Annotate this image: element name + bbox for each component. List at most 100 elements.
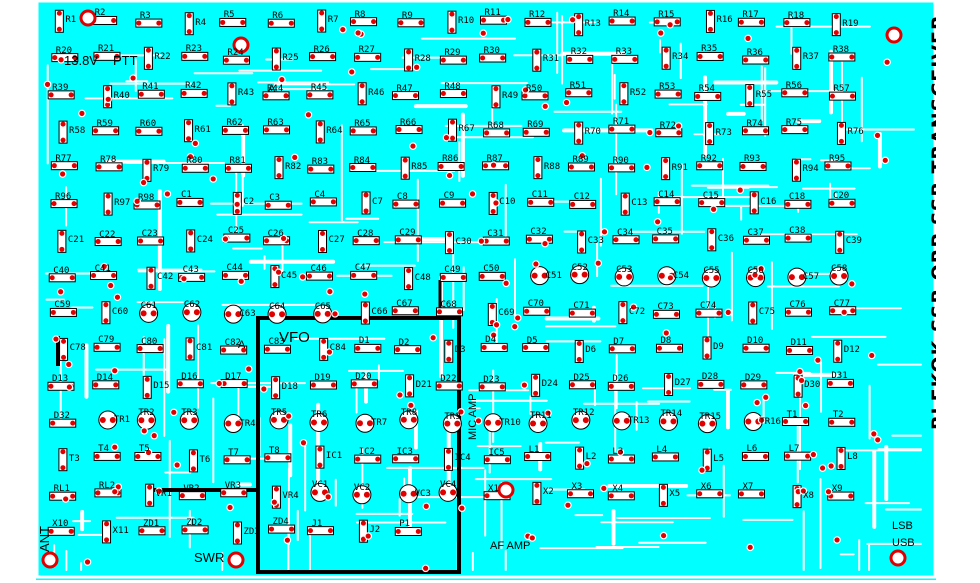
component-label: C29 <box>399 227 416 238</box>
component-c67-pad <box>412 308 418 314</box>
component-vr1-pad <box>147 500 153 506</box>
component-r76-pad <box>838 122 844 128</box>
component-r24-pad <box>223 57 229 63</box>
component-r8-pad <box>371 19 377 25</box>
component-tr3-pad <box>181 417 188 424</box>
component-label: R68 <box>487 120 504 131</box>
component-x8-body <box>792 485 802 509</box>
component-r59-body <box>92 126 120 136</box>
component-c20-pad <box>849 200 855 206</box>
mounting-hole <box>885 26 903 44</box>
component-c76-pad <box>785 309 791 315</box>
component-r60-body <box>135 126 163 136</box>
component-r79-pad <box>144 159 150 165</box>
component-r64-body <box>315 120 325 144</box>
component-zd3-pad <box>234 538 240 544</box>
via-pad <box>422 502 431 511</box>
component-r6-body <box>267 18 295 28</box>
component-label: IC3 <box>396 446 413 457</box>
component-c13-pad <box>622 193 628 199</box>
component-c75-pad <box>750 318 756 324</box>
component-label: R18 <box>787 10 805 21</box>
component-label: R40 <box>113 90 130 101</box>
component-tr2-pad <box>148 417 155 424</box>
component-label: D27 <box>674 378 691 389</box>
via-pad <box>445 171 454 180</box>
component-r28-pad <box>406 49 412 55</box>
component-c1-body <box>176 197 204 207</box>
component-r25-pad <box>273 48 279 54</box>
component-label: L4 <box>656 444 668 455</box>
component-rl2-body <box>94 488 122 498</box>
via-pad <box>150 431 158 440</box>
component-label: VC1 <box>311 480 329 491</box>
component-c72-body <box>618 301 628 325</box>
via-pad <box>304 110 313 119</box>
component-r45-pad <box>327 92 333 98</box>
component-zd2-pad <box>202 527 208 533</box>
via-pad <box>489 331 498 339</box>
component-label: R81 <box>229 156 246 167</box>
component-r40-pad <box>105 102 111 108</box>
via-pad <box>757 264 765 273</box>
via-pad <box>396 391 404 399</box>
component-tr8-pad <box>400 416 407 423</box>
board-title-text: BLEKOK SSB QRP SSB TRANSCEIVER <box>928 14 936 430</box>
component-label: C78 <box>69 343 86 354</box>
component-r26-pad <box>310 54 316 60</box>
component-r22-pad <box>145 47 151 53</box>
component-c34-pad <box>613 237 619 243</box>
component-c18-pad <box>805 201 811 207</box>
component-t2-pad <box>829 419 835 425</box>
component-label: C9 <box>443 191 455 202</box>
component-c32-pad <box>546 236 552 242</box>
component-r41-body <box>137 89 165 99</box>
via-pad <box>751 271 759 279</box>
component-label: C62 <box>183 300 201 311</box>
mounting-hole <box>232 36 250 54</box>
component-label: L3 <box>612 447 624 457</box>
component-label: L1 <box>528 444 540 455</box>
component-c59-pad <box>50 309 56 315</box>
component-label: C77 <box>833 298 850 309</box>
component-r3-body <box>135 18 163 28</box>
component-label: TR2 <box>138 408 155 419</box>
component-r44-pad <box>263 93 269 99</box>
component-d27-pad <box>666 389 672 395</box>
component-label: C28 <box>357 228 374 239</box>
component-label: C47 <box>354 263 371 274</box>
component-label: C16 <box>760 196 777 207</box>
component-label: R10 <box>457 16 475 27</box>
component-c55-pad <box>703 274 710 281</box>
component-vc3-pad <box>410 490 417 497</box>
component-label: C81 <box>196 342 213 353</box>
component-c66-pad <box>362 318 368 324</box>
component-d14-pad <box>113 382 119 388</box>
component-c74-body <box>695 308 723 318</box>
via-pad <box>298 273 307 281</box>
component-d3-pad <box>446 356 452 362</box>
component-r37-body <box>792 46 802 70</box>
component-t6-pad <box>190 466 196 472</box>
component-label: C31 <box>487 229 504 240</box>
component-label: R33 <box>615 47 633 58</box>
component-d8-body <box>655 343 683 353</box>
via-pad <box>753 398 761 407</box>
component-r81-body <box>224 163 252 173</box>
component-r29-body <box>439 55 467 65</box>
component-label: R56 <box>785 80 803 91</box>
component-label: D5 <box>526 335 538 346</box>
component-r81-pad <box>225 165 231 171</box>
component-label: C21 <box>67 235 85 246</box>
component-c14-body <box>653 197 681 207</box>
component-r72-pad <box>676 130 682 136</box>
component-x6-body <box>696 489 724 499</box>
component-label: C55 <box>703 265 720 276</box>
component-r94-body <box>791 158 801 182</box>
component-label: R60 <box>139 119 157 130</box>
via-pad <box>544 409 552 417</box>
component-d16-pad <box>177 381 183 387</box>
component-r19-body <box>831 13 841 37</box>
component-label: X5 <box>669 489 681 500</box>
component-d20-pad <box>371 381 377 387</box>
